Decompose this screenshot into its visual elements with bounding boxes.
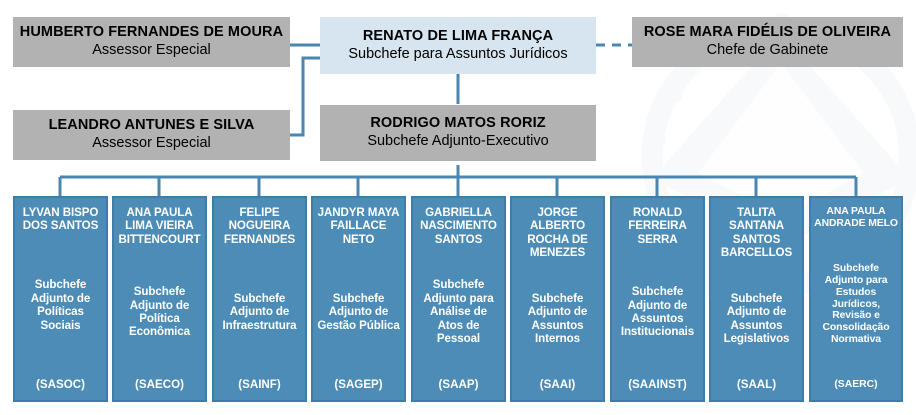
unit-name: RONALD FERREIRA SERRA <box>628 206 687 246</box>
node-unit-saainst[interactable]: RONALD FERREIRA SERRA Subchefe Adjunto d… <box>610 196 705 402</box>
unit-name: TALITA SANTANA SANTOS BARCELLOS <box>720 206 793 260</box>
unit-acronym: (SAAINST) <box>628 377 687 391</box>
unit-name: JANDYR MAYA FAILLACE NETO <box>317 206 400 246</box>
unit-name: ANA PAULA LIMA VIEIRA BITTENCOURT <box>118 206 201 246</box>
unit-name: FELIPE NOGUEIRA FERNANDES <box>223 206 296 246</box>
node-unit-saeco[interactable]: ANA PAULA LIMA VIEIRA BITTENCOURT Subche… <box>112 196 207 402</box>
unit-acronym: (SAINF) <box>238 377 281 391</box>
node-role: Subchefe para Assuntos Jurídicos <box>348 45 568 62</box>
unit-name: JORGE ALBERTO ROCHA DE MENEZES <box>527 206 588 260</box>
unit-role: Subchefe Adjunto de Infraestrutura <box>222 291 297 332</box>
unit-role: Subchefe Adjunto para Estudos Jurídicos,… <box>822 262 890 346</box>
node-unit-saerc[interactable]: ANA PAULA ANDRADE MELO Subchefe Adjunto … <box>809 196 903 402</box>
unit-role: Subchefe Adjunto para Análise de Atos de… <box>423 278 494 346</box>
node-role: Subchefe Adjunto-Executivo <box>367 133 549 150</box>
node-unit-sainf[interactable]: FELIPE NOGUEIRA FERNANDES Subchefe Adjun… <box>212 196 307 402</box>
unit-acronym: (SAECO) <box>135 377 184 391</box>
node-unit-sagep[interactable]: JANDYR MAYA FAILLACE NETO Subchefe Adjun… <box>311 196 406 402</box>
unit-acronym: (SAERC) <box>834 379 878 391</box>
node-name: RENATO DE LIMA FRANÇA <box>362 27 554 44</box>
unit-acronym: (SAGEP) <box>334 377 383 391</box>
unit-role: Subchefe Adjunto de Gestão Pública <box>317 291 400 332</box>
node-name: RODRIGO MATOS RORIZ <box>370 115 546 132</box>
node-role: Assessor Especial <box>92 42 211 59</box>
unit-acronym: (SAAL) <box>736 377 777 391</box>
unit-role: Subchefe Adjunto de Assuntos Institucion… <box>620 285 695 339</box>
node-unit-saap[interactable]: GABRIELLA NASCIMENTO SANTOS Subchefe Adj… <box>411 196 506 402</box>
node-unit-saai[interactable]: JORGE ALBERTO ROCHA DE MENEZES Subchefe … <box>510 196 605 402</box>
node-rose-mara-fidelis-de-oliveira[interactable]: ROSE MARA FIDÉLIS DE OLIVEIRA Chefe de G… <box>632 17 903 67</box>
unit-role: Subchefe Adjunto de Assuntos Internos <box>527 291 588 346</box>
unit-acronym: (SAAP) <box>438 377 479 391</box>
unit-name: LYVAN BISPO DOS SANTOS <box>22 206 99 233</box>
node-role: Assessor Especial <box>92 135 211 152</box>
unit-acronym: (SAAI) <box>539 377 576 391</box>
node-unit-sasoc[interactable]: LYVAN BISPO DOS SANTOS Subchefe Adjunto … <box>13 196 108 402</box>
node-unit-saal[interactable]: TALITA SANTANA SANTOS BARCELLOS Subchefe… <box>709 196 804 402</box>
unit-name: ANA PAULA ANDRADE MELO <box>814 206 898 229</box>
node-rodrigo-matos-roriz[interactable]: RODRIGO MATOS RORIZ Subchefe Adjunto-Exe… <box>320 105 596 161</box>
node-name: ROSE MARA FIDÉLIS DE OLIVEIRA <box>643 24 892 41</box>
wire-leandro-to-renato <box>290 56 320 137</box>
node-humberto-fernandes-de-moura[interactable]: HUMBERTO FERNANDES DE MOURA Assessor Esp… <box>13 17 290 67</box>
node-renato-de-lima-franca[interactable]: RENATO DE LIMA FRANÇA Subchefe para Assu… <box>320 17 596 74</box>
node-name: LEANDRO ANTUNES E SILVA <box>48 117 255 134</box>
node-role: Chefe de Gabinete <box>706 42 829 59</box>
node-name: HUMBERTO FERNANDES DE MOURA <box>19 24 284 41</box>
unit-role: Subchefe Adjunto de Políticas Sociais <box>30 278 91 332</box>
unit-role: Subchefe Adjunto de Política Econômica <box>129 285 190 339</box>
unit-acronym: (SASOC) <box>36 377 85 391</box>
unit-name: GABRIELLA NASCIMENTO SANTOS <box>420 206 497 246</box>
node-leandro-antunes-e-silva[interactable]: LEANDRO ANTUNES E SILVA Assessor Especia… <box>13 110 290 160</box>
unit-role: Subchefe Adjunto de Assuntos Legislativo… <box>723 291 790 346</box>
